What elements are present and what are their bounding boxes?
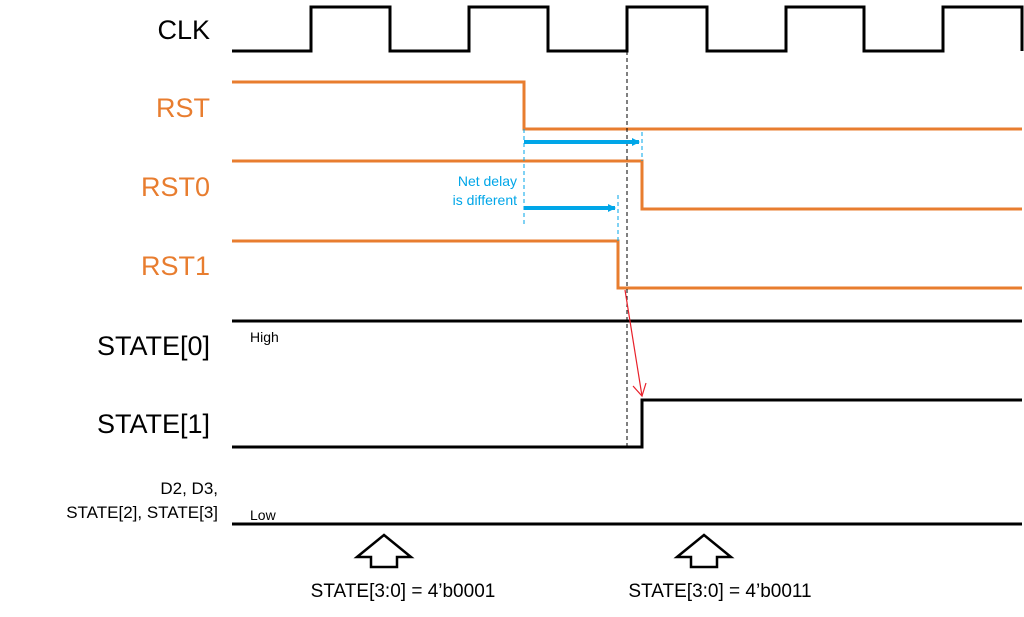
state1-waveform — [232, 398, 1022, 449]
clk-waveform — [232, 5, 1024, 53]
net-delay-note-line2: is different — [453, 192, 517, 208]
others-low-label: Low — [250, 507, 277, 523]
state-before-pointer-icon — [353, 533, 415, 569]
state-after-label: STATE[3:0] = 4’b0011 — [628, 581, 811, 602]
others-label-line1: D2, D3, — [160, 479, 218, 498]
clk-label: CLK — [157, 15, 210, 45]
state0-label: STATE[0] — [97, 331, 210, 361]
others-label-line2: STATE[2], STATE[3] — [66, 503, 218, 522]
state1-label: STATE[1] — [97, 409, 210, 439]
net-delay-note-line1: Net delay — [458, 173, 517, 189]
state-before-label: STATE[3:0] = 4’b0001 — [311, 581, 496, 602]
rst1-label: RST1 — [141, 251, 210, 281]
cause-arrow-shaft — [624, 289, 643, 397]
rst-waveform — [232, 80, 1022, 131]
rst0-waveform — [232, 159, 1022, 211]
state-after-pointer-icon — [673, 533, 735, 569]
rst1-waveform — [232, 239, 1022, 290]
rst0-label: RST0 — [141, 172, 210, 202]
cause-arrow-head — [632, 382, 647, 398]
state0-high-label: High — [250, 329, 279, 345]
rst-label: RST — [156, 93, 210, 123]
